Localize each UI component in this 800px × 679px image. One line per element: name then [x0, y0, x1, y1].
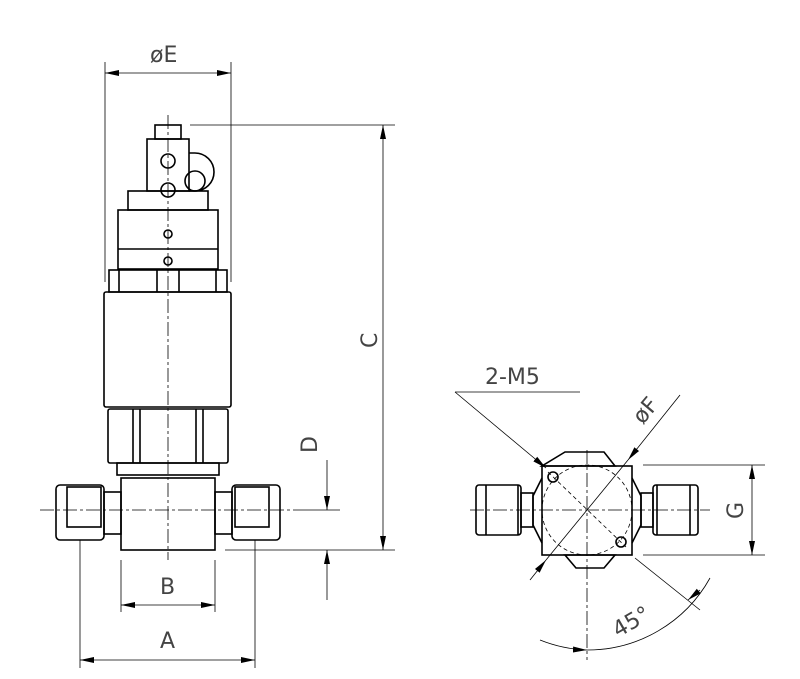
thread-label: 2-M5	[485, 365, 540, 390]
side-dimensions: øE C D B A	[79, 43, 395, 668]
dim-A-label: A	[160, 629, 175, 654]
angle-label: 45°	[609, 602, 655, 643]
dim-F-label: øF	[628, 393, 664, 429]
top-dimensions: 2-M5 øF G 45°	[454, 365, 765, 653]
dim-E-label: øE	[150, 43, 177, 68]
side-view	[40, 115, 300, 560]
dim-B-label: B	[160, 575, 175, 600]
dim-D-label: D	[298, 436, 323, 453]
dim-G-label: G	[724, 502, 749, 519]
dim-C-label: C	[358, 333, 383, 348]
top-view	[470, 450, 710, 660]
